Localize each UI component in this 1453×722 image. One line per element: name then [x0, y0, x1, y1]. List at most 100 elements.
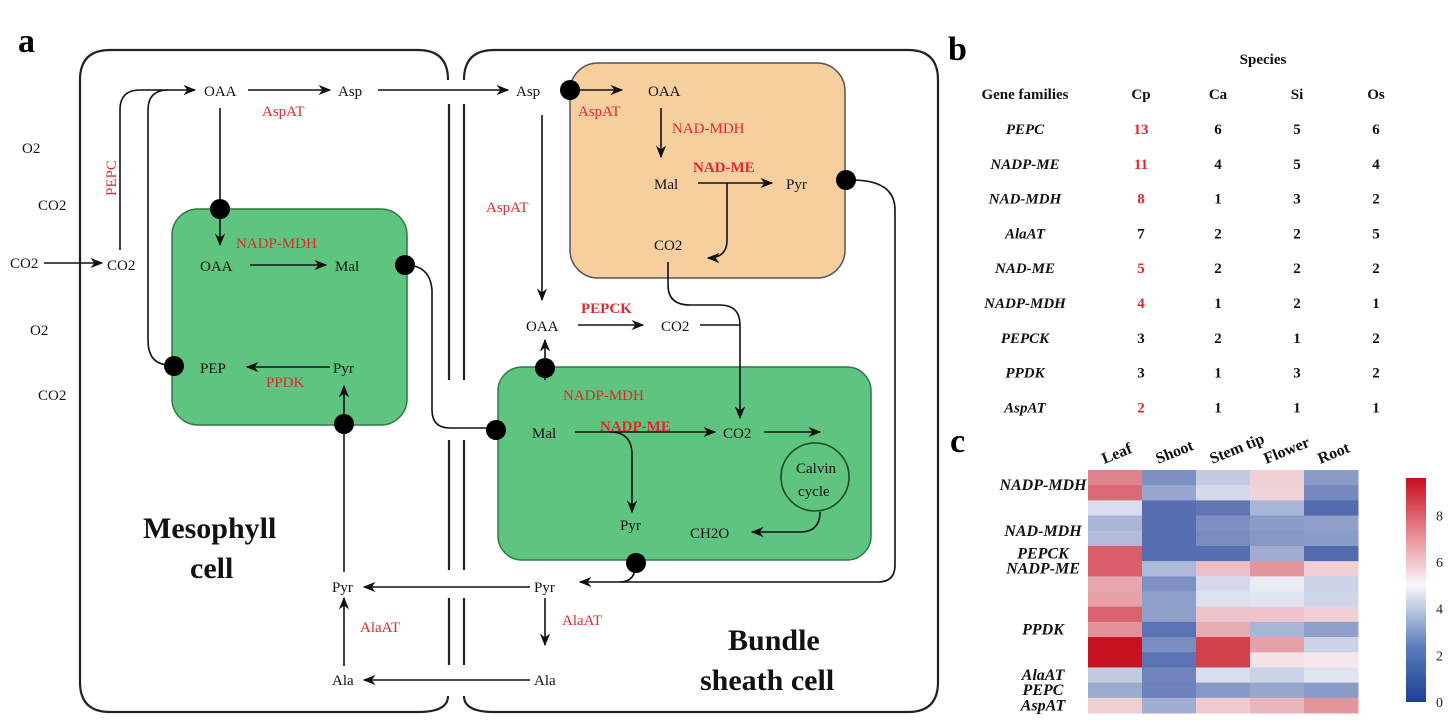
heatmap-cell — [1088, 637, 1143, 653]
gene-count-cell: 3 — [1137, 366, 1145, 382]
heatmap-cell — [1304, 637, 1359, 653]
metabolite-co2: CO2 — [661, 319, 689, 335]
outside-o2: O2 — [22, 141, 40, 157]
species-header: Species — [1240, 52, 1287, 68]
gene-count-cell: 6 — [1372, 122, 1380, 138]
enzyme-aspat: AspAT — [578, 104, 621, 120]
heatmap-cell — [1196, 652, 1251, 668]
pathway-arrows — [44, 84, 896, 686]
metabolite-oaa: OAA — [200, 259, 233, 275]
transporters — [164, 80, 856, 573]
metabolite-ch2o: CH2O — [690, 526, 729, 542]
metabolite-asp: Asp — [516, 84, 540, 100]
heatmap-cell — [1196, 606, 1251, 623]
panel-letter-a: a — [18, 23, 35, 60]
heatmap-cell — [1196, 561, 1251, 577]
gene-count-cell: 3 — [1293, 366, 1301, 382]
heatmap-cell — [1304, 697, 1359, 714]
gene-family-name: NADP-MDH — [983, 296, 1067, 312]
gene-count-cell: 1 — [1214, 400, 1222, 416]
heatmap-cell — [1304, 621, 1359, 638]
heatmap-cell — [1250, 682, 1305, 699]
heatmap-cell — [1088, 682, 1143, 699]
metabolite-mal: Mal — [532, 426, 556, 442]
bundle-sheath-chloroplast — [497, 366, 872, 561]
gene-count-cell: 2 — [1372, 261, 1380, 277]
heatmap-row-label: NADP-MDH — [998, 477, 1087, 494]
heatmap-cell — [1088, 515, 1143, 532]
bundle-sheath-label: Bundle — [728, 624, 820, 657]
colorbar-tick-label: 6 — [1436, 556, 1443, 571]
panel-letter-b: b — [948, 31, 967, 68]
heatmap-cell — [1304, 545, 1359, 562]
heatmap-cell — [1142, 667, 1197, 684]
heatmap-cell — [1304, 667, 1359, 684]
heatmap-cell — [1088, 545, 1143, 562]
heatmap-column-label: Root — [1315, 439, 1352, 467]
heatmap-row-label: NAD-MDH — [1003, 523, 1082, 540]
gene-family-name: PPDK — [1005, 366, 1045, 382]
metabolite-ala: Ala — [534, 673, 556, 689]
metabolite-pyr: Pyr — [786, 177, 807, 193]
gene-count-cell: 4 — [1372, 157, 1380, 173]
species-column-header: Si — [1291, 87, 1304, 103]
heatmap-cell — [1250, 652, 1305, 668]
gene-count-cell: 8 — [1137, 192, 1145, 208]
metabolite-co2: CO2 — [107, 258, 135, 274]
gene-count-cell: 2 — [1137, 400, 1145, 416]
heatmap-cell — [1250, 606, 1305, 623]
gene-count-cell: 4 — [1214, 157, 1222, 173]
heatmap-cell — [1088, 697, 1143, 714]
gene-count-cell: 2 — [1372, 192, 1380, 208]
heatmap-cell — [1250, 576, 1305, 592]
heatmap-cell — [1250, 697, 1305, 714]
metabolite-oaa: OAA — [526, 319, 559, 335]
heatmap-column-label: Shoot — [1153, 437, 1196, 468]
gene-family-name: AspAT — [1003, 400, 1047, 416]
heatmap-cell — [1196, 637, 1251, 653]
gene-count-cell: 2 — [1293, 226, 1301, 242]
gene-count-cell: 1 — [1372, 296, 1380, 312]
bundle-sheath-outline — [462, 48, 940, 714]
heatmap-cell — [1142, 606, 1197, 623]
heatmap-cell — [1088, 606, 1143, 623]
metabolite-co2: CO2 — [654, 238, 682, 254]
heatmap-cell — [1250, 591, 1305, 608]
heatmap-cell — [1250, 561, 1305, 577]
outside-co2-in: CO2 — [10, 256, 38, 272]
gene-count-cell: 2 — [1214, 331, 1222, 347]
panel-a: a O2 CO2 CO2 O2 CO2 — [10, 23, 940, 714]
gene-count-cell: 3 — [1293, 192, 1301, 208]
mesophyll-chloroplast — [171, 208, 408, 426]
gene-count-cell: 2 — [1214, 261, 1222, 277]
heatmap-cell — [1142, 637, 1197, 653]
heatmap-row-label: AlaAT — [1021, 667, 1066, 684]
metabolite-oaa: OAA — [204, 84, 237, 100]
gene-count-cell: 5 — [1293, 122, 1301, 138]
heatmap-row-label: PEPC — [1022, 682, 1064, 699]
heatmap-cell — [1142, 652, 1197, 668]
heatmap-cell — [1088, 561, 1143, 577]
heatmap-cell — [1196, 545, 1251, 562]
colorbar-tick-label: 4 — [1436, 603, 1443, 618]
metabolite-co2: CO2 — [723, 426, 751, 442]
heatmap-cell — [1196, 485, 1251, 501]
heatmap-cell — [1196, 621, 1251, 638]
heatmap-cell — [1088, 576, 1143, 592]
heatmap-cell — [1304, 591, 1359, 608]
panel-letter-c: c — [950, 423, 965, 460]
metabolite-asp: Asp — [338, 84, 362, 100]
heatmap-cell — [1142, 591, 1197, 608]
gene-count-cell: 1 — [1293, 331, 1301, 347]
enzyme-pepck: PEPCK — [581, 301, 632, 317]
heatmap-cell — [1142, 530, 1197, 547]
gene-count-cell: 2 — [1372, 366, 1380, 382]
heatmap-cell — [1250, 545, 1305, 562]
outside-co2: CO2 — [38, 198, 66, 214]
gene-count-cell: 2 — [1214, 226, 1222, 242]
heatmap-column-label: Stem tip — [1207, 430, 1267, 467]
